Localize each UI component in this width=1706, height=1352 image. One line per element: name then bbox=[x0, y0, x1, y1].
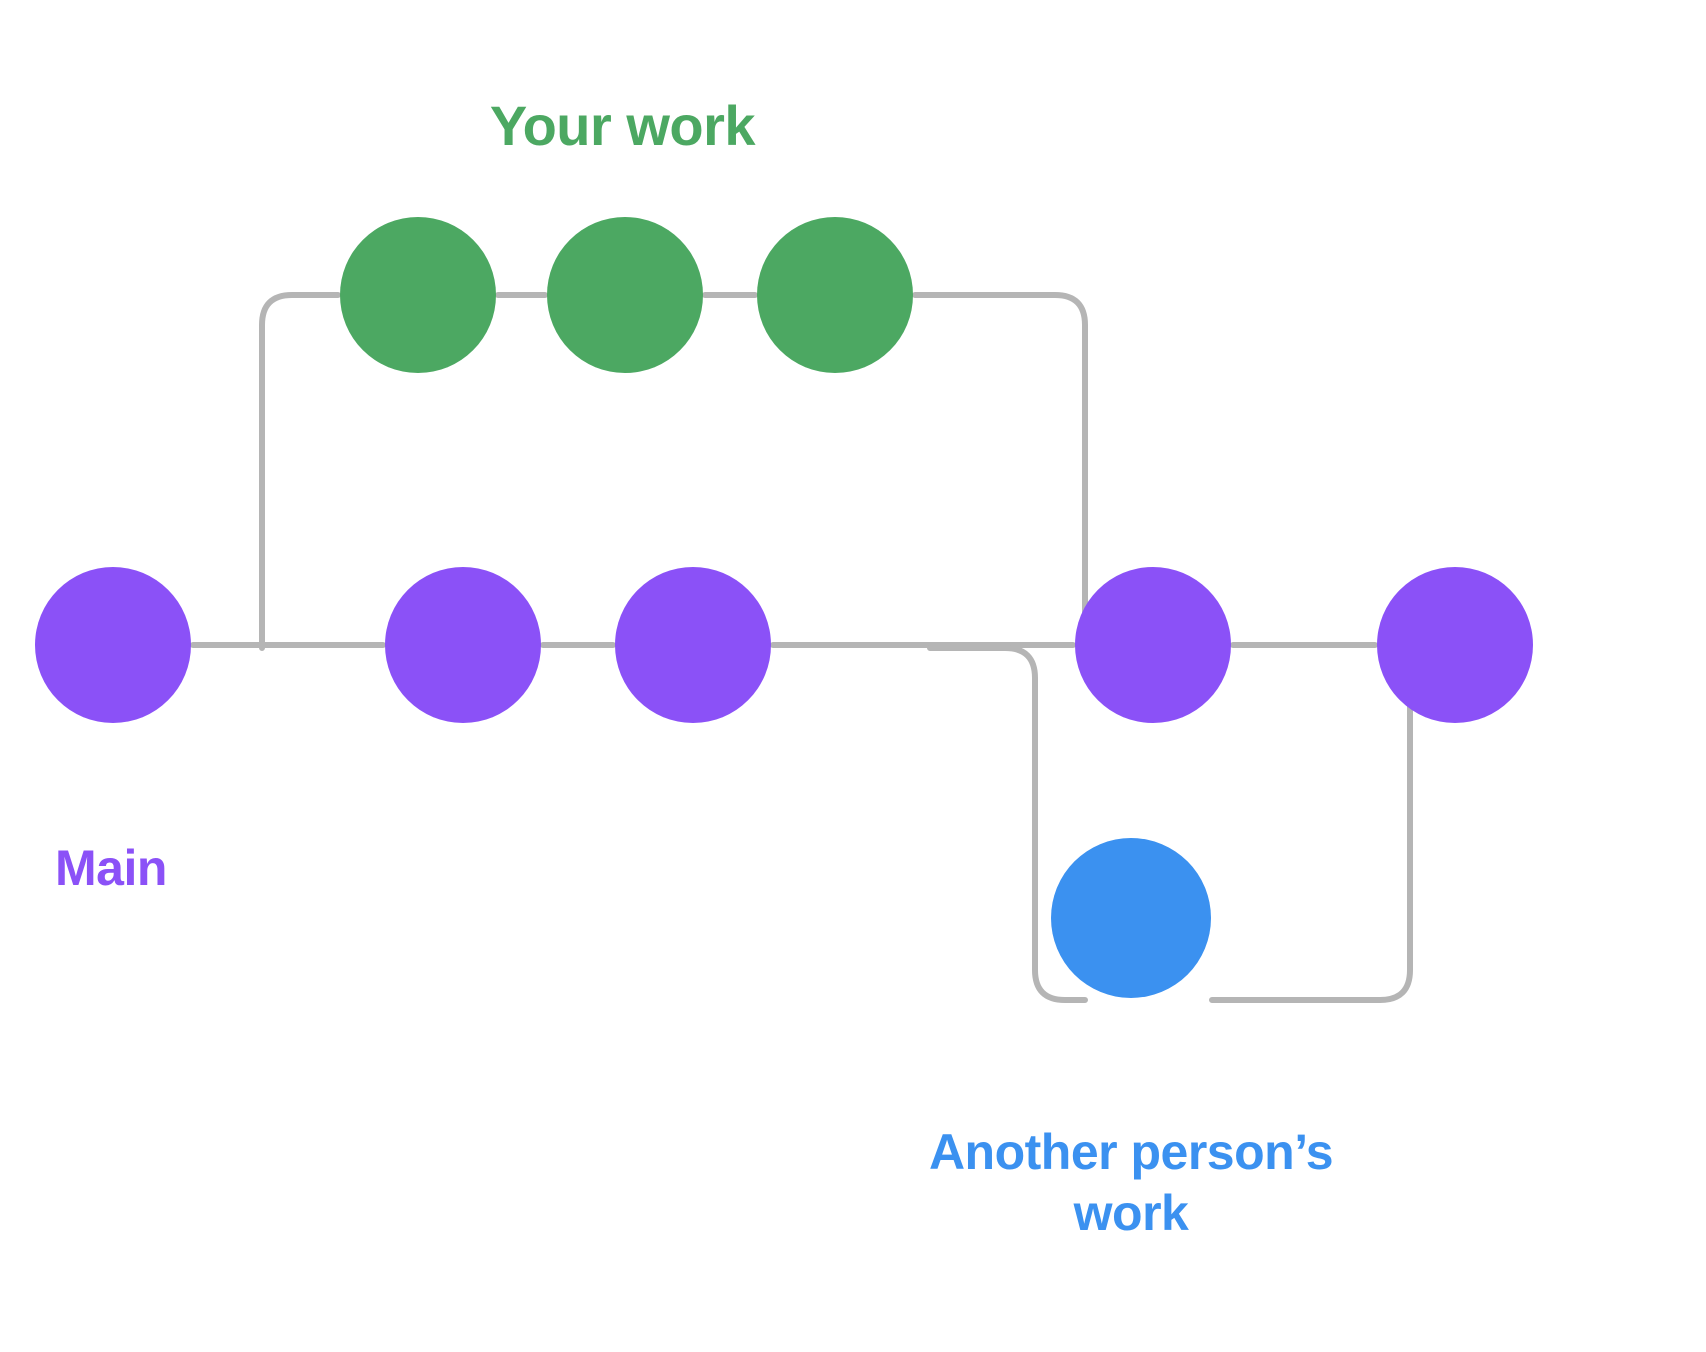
commit-node-main-2[interactable] bbox=[385, 567, 541, 723]
commit-node-main-5[interactable] bbox=[1377, 567, 1533, 723]
commit-node-feature-1[interactable] bbox=[340, 217, 496, 373]
commit-node-feature-2[interactable] bbox=[547, 217, 703, 373]
commit-node-main-3[interactable] bbox=[615, 567, 771, 723]
branch-label-another-person: Another person’s work bbox=[928, 1124, 1334, 1241]
branch-label-main: Main bbox=[55, 840, 167, 896]
commit-node-main-1[interactable] bbox=[35, 567, 191, 723]
connector-lines bbox=[190, 292, 1458, 1003]
commit-node-other-1[interactable] bbox=[1051, 838, 1211, 998]
commit-nodes-another-person bbox=[1051, 838, 1211, 998]
commit-nodes-your-work bbox=[340, 217, 913, 373]
connector-branch-main-to-other bbox=[927, 645, 1088, 1003]
commit-nodes-main bbox=[35, 567, 1533, 723]
connector-merge-feature-to-main bbox=[912, 292, 1123, 649]
commit-node-main-4[interactable] bbox=[1075, 567, 1231, 723]
branch-label-your-work: Your work bbox=[489, 94, 756, 157]
commit-node-feature-3[interactable] bbox=[757, 217, 913, 373]
connector-branch-main-to-feature bbox=[259, 292, 341, 651]
